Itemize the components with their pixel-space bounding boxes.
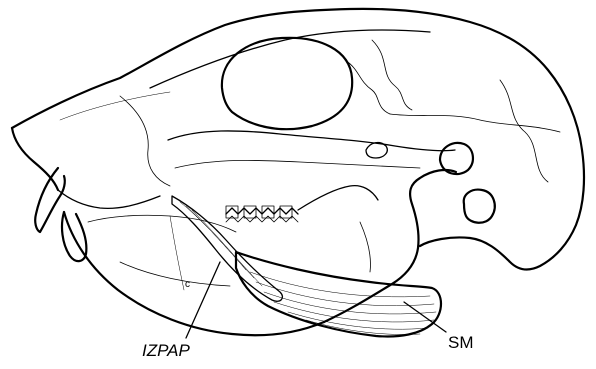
sm-leader-line bbox=[404, 302, 446, 332]
suture-parietal bbox=[390, 114, 560, 132]
sm-fiber-3 bbox=[264, 292, 436, 314]
ascending-ramus bbox=[324, 170, 456, 322]
zygomatic-arch bbox=[168, 131, 455, 151]
upper-incisor bbox=[35, 168, 65, 232]
zygomatic-arch-lower bbox=[175, 160, 420, 168]
mandible-body-line bbox=[120, 262, 230, 286]
suture-premaxilla bbox=[120, 96, 170, 186]
label-c: c bbox=[185, 279, 190, 290]
izpap-leader-line bbox=[186, 262, 220, 338]
rostrum-underside bbox=[58, 190, 160, 208]
mandible-inner bbox=[88, 215, 236, 232]
molar-4 bbox=[280, 206, 292, 218]
mandible-outline bbox=[64, 212, 324, 335]
ramus-inner bbox=[360, 222, 371, 272]
external-auditory-meatus bbox=[464, 190, 495, 223]
label-izpap: IZPAP bbox=[142, 341, 191, 360]
cranium-outline bbox=[12, 9, 584, 270]
orbit bbox=[222, 38, 352, 129]
suture-occipital bbox=[500, 80, 548, 182]
foramen bbox=[366, 143, 387, 158]
snout-ventral bbox=[12, 128, 58, 190]
label-sm: SM bbox=[448, 333, 474, 352]
molar-2 bbox=[244, 206, 256, 218]
coronoid-process bbox=[298, 186, 378, 210]
